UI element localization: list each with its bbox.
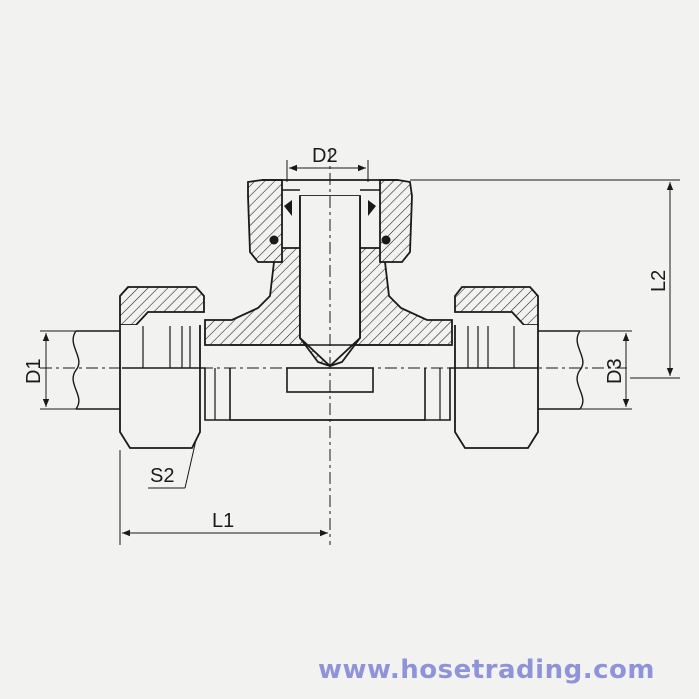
d1-label: D1 <box>23 358 45 384</box>
o-ring-icon <box>381 235 391 245</box>
left-nut-section <box>119 286 205 326</box>
right-pipe <box>538 330 580 410</box>
website-watermark: www.hosetrading.com <box>318 655 655 685</box>
right-nut-section <box>454 286 539 326</box>
left-pipe <box>76 330 120 410</box>
top-nut-section <box>379 179 413 263</box>
s2-label: S2 <box>150 465 174 487</box>
right-nut-hex <box>454 325 539 449</box>
d3-label: D3 <box>604 358 626 384</box>
left-nut-hex <box>119 325 201 449</box>
top-nut-section <box>247 179 283 263</box>
l2-label: L2 <box>648 270 670 292</box>
o-ring-icon <box>269 235 279 245</box>
l1-label: L1 <box>212 510 234 532</box>
d2-label: D2 <box>312 145 338 167</box>
